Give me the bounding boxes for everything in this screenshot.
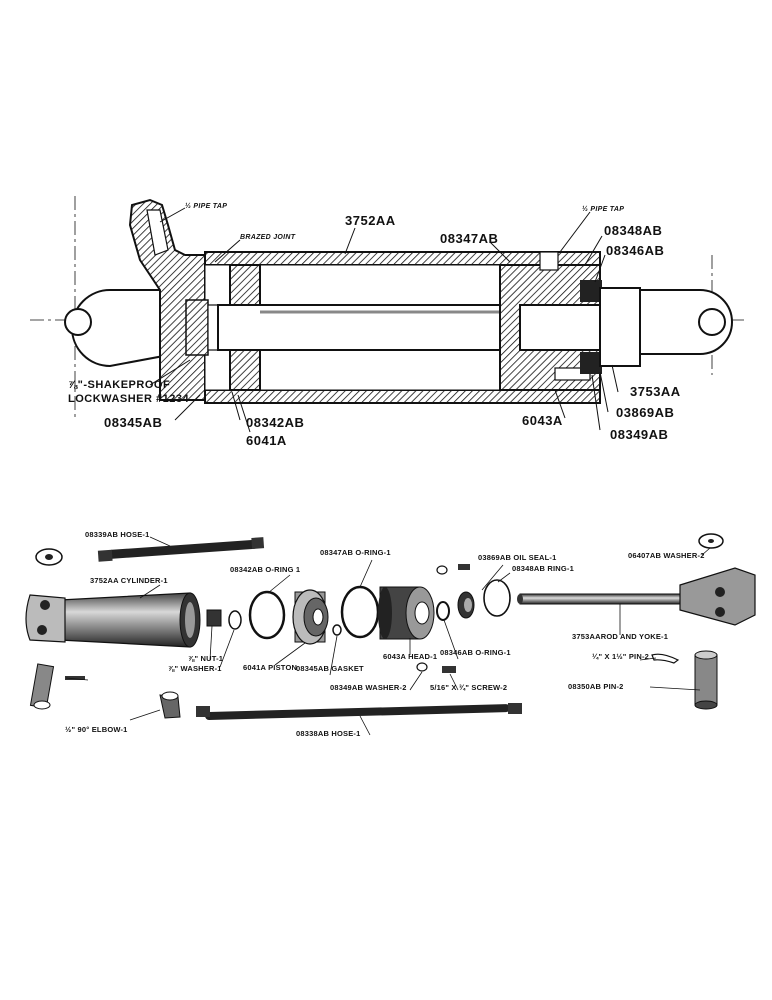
label-gasket: 08345AB GASKET [296, 664, 364, 673]
washer-part [228, 610, 242, 630]
label-rod-section: 3753AA [630, 384, 681, 399]
section-view [30, 196, 745, 433]
label-cylinder: 3752AA CYLINDER-1 [90, 576, 168, 585]
label-washer-1: ⅞" WASHER-1 [168, 664, 222, 673]
head-section [499, 264, 601, 391]
label-head-section: 6043A [522, 413, 563, 428]
barrel-bottom-wall [204, 389, 601, 404]
oil-seal-part [457, 591, 475, 619]
screw-part [442, 666, 456, 673]
label-hose-2: 08338AB HOSE-1 [296, 729, 361, 738]
label-brazed-joint: BRAZED JOINT [240, 234, 296, 241]
gasket-part [332, 624, 342, 636]
label-piston-section: 6041A [246, 433, 287, 448]
label-lockwasher-2: LOCKWASHER #1234 [68, 393, 190, 405]
label-piston: 6041A PISTON [243, 663, 298, 672]
washer-small-part [416, 662, 428, 672]
cylinder-part [25, 592, 201, 648]
oring-rod-part [436, 601, 450, 621]
nut-part [206, 609, 222, 627]
nut-section [185, 299, 209, 356]
label-washer-2: 06407AB WASHER-2 [628, 551, 705, 560]
seal-block [580, 280, 602, 302]
pipe-tap-bore-left [146, 209, 169, 256]
label-pin: 08350AB PIN-2 [568, 682, 624, 691]
left-clevis-hole [64, 308, 92, 336]
label-screw: 5/16" X ¾" SCREW-2 [430, 683, 508, 692]
label-pipe-tap-left: ½ PIPE TAP [185, 203, 228, 210]
label-oring-piston: 08342AB O-RING 1 [230, 565, 301, 574]
label-oring-head-section: 08347AB [440, 231, 499, 246]
label-elbow: ½" 90° ELBOW-1 [65, 725, 128, 734]
label-cotter-pin: ¼" X 1½" PIN-2 [592, 652, 650, 661]
label-seal-section: 03869AB [616, 405, 675, 420]
piston-part [292, 589, 329, 645]
pin-part [694, 650, 718, 710]
label-gasket-section: 08345AB [104, 415, 163, 430]
head-part [378, 586, 435, 640]
cotter-pin-part [651, 653, 680, 664]
label-washer-section: 08349AB [610, 427, 669, 442]
label-oring-rod-section: 08346AB [606, 243, 665, 258]
oring-piston-part [248, 590, 286, 640]
exploded-view [25, 533, 756, 736]
label-nut: ⅞" NUT-1 [188, 654, 224, 663]
ring-part [483, 579, 511, 617]
left-pin-part [29, 663, 55, 710]
label-oil-seal: 03869AB OIL SEAL-1 [478, 553, 557, 562]
label-washer-small: 08349AB WASHER-2 [330, 683, 407, 692]
label-ring-section: 08348AB [604, 223, 663, 238]
label-head: 6043A HEAD-1 [383, 652, 438, 661]
label-lockwasher-1: ⅞"-SHAKEPROOF [68, 379, 171, 391]
label-pipe-tap-right: ½ PIPE TAP [582, 206, 625, 213]
label-ring: 08348AB RING-1 [512, 564, 574, 573]
seal-block-b [580, 352, 602, 374]
label-rod-yoke: 3753AAROD AND YOKE-1 [572, 632, 669, 641]
head-port [539, 251, 559, 271]
right-clevis [639, 289, 733, 355]
hose-2-part [196, 703, 522, 720]
rod-yoke-part [517, 567, 756, 626]
label-hose-1: 08339AB HOSE-1 [85, 530, 150, 539]
label-oring-piston-section: 08342AB [246, 415, 305, 430]
rod-end-block [599, 287, 641, 367]
label-cylinder-section: 3752AA [345, 213, 396, 228]
label-oring-rod: 08346AB O-RING-1 [440, 648, 511, 657]
oring-head-part [340, 585, 380, 639]
elbow-part [159, 691, 181, 719]
label-oring-head: 08347AB O-RING-1 [320, 548, 391, 557]
hose-1-part [97, 537, 265, 562]
right-clevis-hole [698, 308, 726, 336]
washer-section [207, 304, 219, 351]
